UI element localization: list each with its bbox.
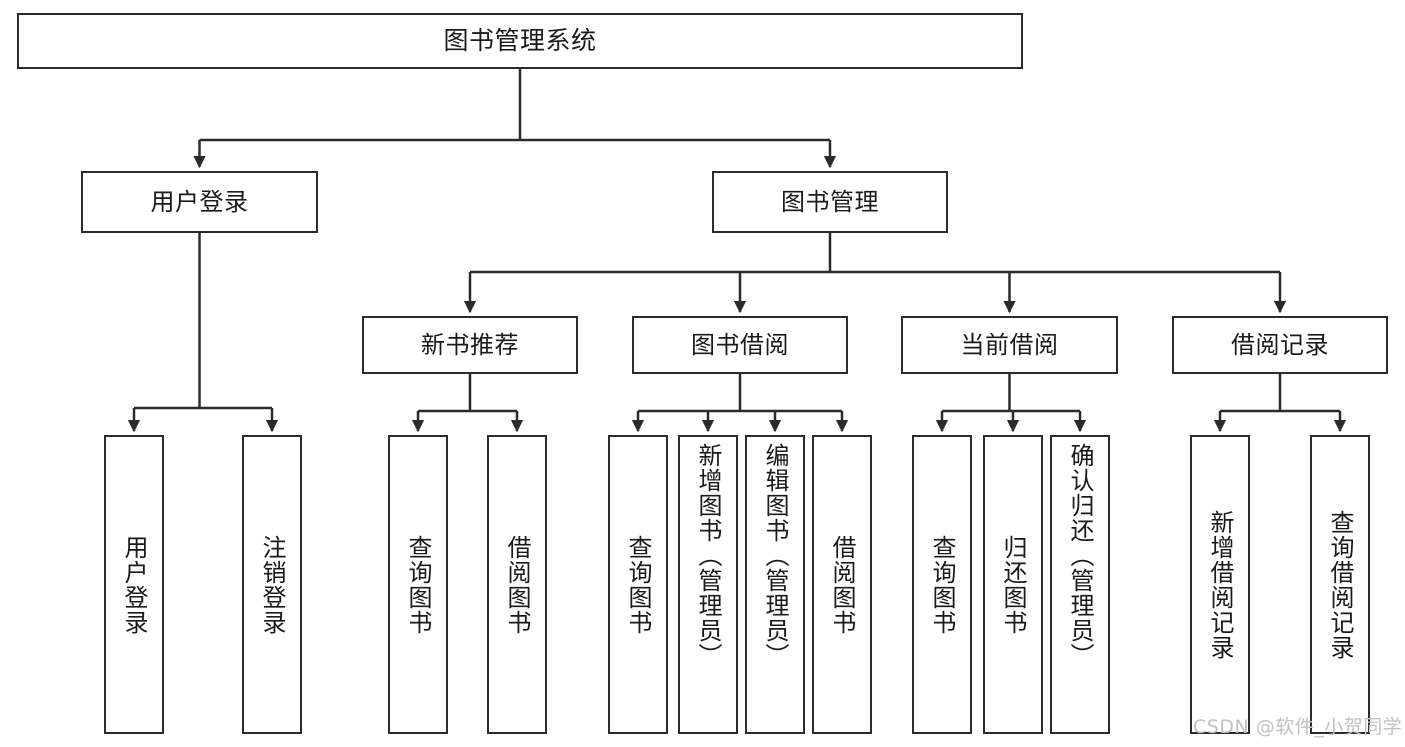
leaf-query-book-borrow[interactable]: 查询图书 [608,435,668,734]
leaf-user-login-label: 用户登录 [120,534,149,635]
leaf-query-record-label: 查询借阅记录 [1326,509,1355,660]
leaf-query-book-rec[interactable]: 查询图书 [388,435,448,734]
leaf-borrow-book-rec[interactable]: 借阅图书 [487,435,547,734]
leaf-borrow-book[interactable]: 借阅图书 [812,435,872,734]
node-root-book-management-system-label: 图书管理系统 [443,26,597,56]
node-book-borrowing-label: 图书借阅 [691,330,789,359]
node-user-login-label: 用户登录 [150,187,249,216]
node-borrowing-record-label: 借阅记录 [1231,330,1329,359]
node-new-book-recommendation[interactable]: 新书推荐 [362,316,578,374]
leaf-query-book-borrow-label: 查询图书 [624,534,653,635]
leaf-add-record[interactable]: 新增借阅记录 [1190,435,1250,734]
csdn-watermark: CSDN @软件_小贺同学 [1193,716,1403,738]
leaf-add-book[interactable]: 新增图书（管理员） [678,435,738,734]
leaf-add-book-label: 新增图书（管理员） [694,443,723,668]
node-current-borrowing[interactable]: 当前借阅 [901,316,1118,374]
leaf-edit-book[interactable]: 编辑图书（管理员） [745,435,805,734]
node-book-management-label: 图书管理 [781,187,879,216]
leaf-confirm-return-label: 确认归还（管理员） [1066,443,1095,668]
leaf-borrow-book-label: 借阅图书 [828,534,857,635]
leaf-add-record-label: 新增借阅记录 [1206,509,1235,660]
node-new-book-recommendation-label: 新书推荐 [421,330,519,359]
node-borrowing-record[interactable]: 借阅记录 [1172,316,1388,374]
leaf-query-book-rec-label: 查询图书 [404,534,433,635]
leaf-user-login[interactable]: 用户登录 [104,435,164,734]
leaf-query-record[interactable]: 查询借阅记录 [1310,435,1370,734]
leaf-query-book-cur-label: 查询图书 [928,534,957,635]
leaf-logout-login[interactable]: 注销登录 [242,435,302,734]
leaf-edit-book-label: 编辑图书（管理员） [761,443,790,668]
leaf-return-book-label: 归还图书 [999,534,1028,635]
leaf-confirm-return[interactable]: 确认归还（管理员） [1050,435,1110,734]
node-root-book-management-system[interactable]: 图书管理系统 [17,13,1023,69]
leaf-return-book[interactable]: 归还图书 [983,435,1043,734]
node-current-borrowing-label: 当前借阅 [960,330,1059,359]
node-book-management[interactable]: 图书管理 [712,171,948,233]
leaf-logout-login-label: 注销登录 [258,534,287,635]
node-book-borrowing[interactable]: 图书借阅 [632,316,848,374]
leaf-query-book-cur[interactable]: 查询图书 [912,435,972,734]
node-user-login[interactable]: 用户登录 [81,171,318,233]
leaf-borrow-book-rec-label: 借阅图书 [503,534,532,635]
